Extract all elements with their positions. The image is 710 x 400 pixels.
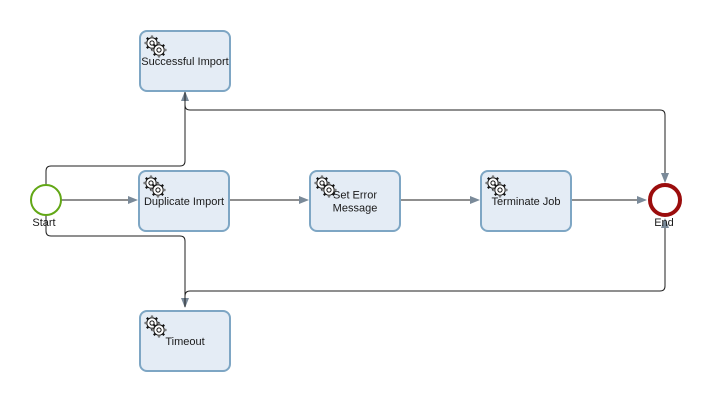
task-successful-import[interactable]: Successful Import	[139, 30, 231, 92]
task-label: Duplicate Import	[144, 196, 224, 208]
flow-successful-import-to-end[interactable]	[184, 92, 669, 183]
flow-start-to-successful-import[interactable]	[45, 91, 189, 185]
task-timeout[interactable]: Timeout	[139, 310, 231, 372]
task-label-line: Timeout	[165, 336, 204, 348]
task-duplicate-import[interactable]: Duplicate Import	[138, 170, 230, 232]
flow-timeout-to-end[interactable]	[184, 218, 669, 307]
task-label: Successful Import	[141, 56, 228, 68]
start-event-circle	[30, 184, 62, 216]
task-label-line: Successful Import	[141, 56, 228, 68]
end-event-circle	[648, 183, 682, 217]
flow-start-to-timeout[interactable]	[45, 215, 189, 308]
end-event[interactable]: End	[648, 183, 682, 229]
start-event-label: Start	[32, 217, 55, 229]
task-label-line: Terminate Job	[491, 196, 560, 208]
task-label-line: Set Error	[333, 190, 377, 202]
task-label-line: Duplicate Import	[144, 196, 224, 208]
end-event-label: End	[654, 217, 674, 229]
sequence-flows	[45, 91, 669, 308]
task-terminate-job[interactable]: Terminate Job	[480, 170, 572, 232]
task-label: Terminate Job	[491, 196, 560, 208]
start-event[interactable]: Start	[30, 184, 62, 229]
task-label-line: Message	[333, 203, 378, 215]
task-label: Timeout	[165, 336, 204, 348]
